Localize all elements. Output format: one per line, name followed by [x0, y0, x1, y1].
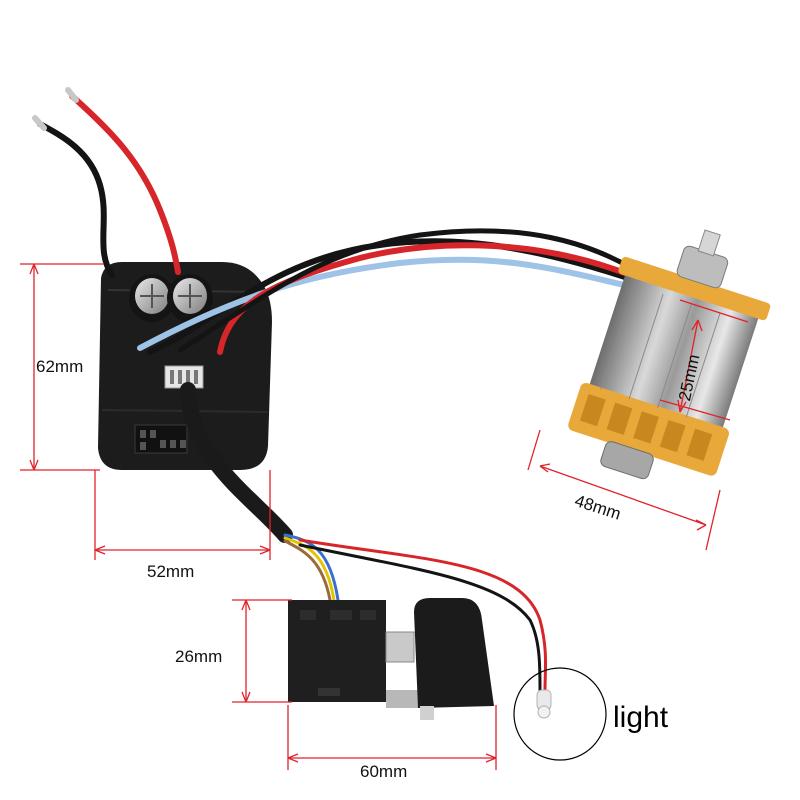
input-wires: [32, 87, 181, 278]
light-label: light: [613, 701, 669, 734]
switch-width-label: 60mm: [360, 762, 408, 781]
controller-width-label: 52mm: [147, 562, 195, 581]
light-callout-circle: [513, 667, 607, 761]
motor-wires: [137, 228, 651, 355]
capacitor-left: [129, 274, 175, 322]
brushless-motor: [568, 229, 771, 480]
trigger-switch: [288, 598, 494, 720]
light-wires: [298, 538, 548, 692]
led-light: [536, 689, 552, 719]
dimension-lines: [20, 263, 749, 770]
switch-height-label: 26mm: [175, 647, 223, 666]
controller-height-label: 62mm: [36, 357, 84, 376]
capacitor-right: [167, 274, 213, 322]
